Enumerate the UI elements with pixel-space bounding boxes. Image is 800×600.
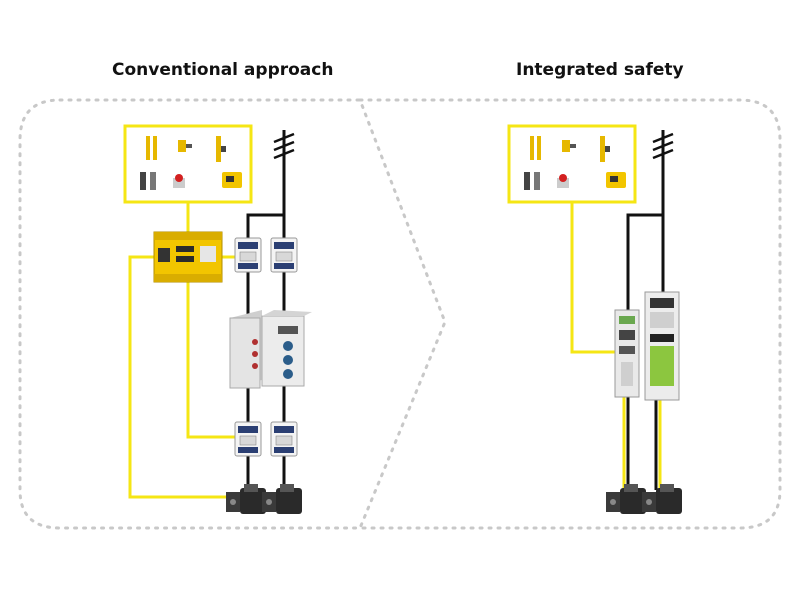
- integrated-sensor-box: [507, 124, 637, 204]
- integrated-dotted-frame: [358, 98, 782, 530]
- e-stop-icon: [557, 174, 569, 188]
- integrated-safety-title: Integrated safety: [516, 60, 684, 80]
- proximity-sensor-icon: [524, 172, 540, 190]
- contactor-icon: [234, 237, 262, 273]
- servo-drive-icon: [229, 310, 262, 389]
- contactor-icon: [234, 421, 262, 457]
- conventional-dotted-frame: [18, 98, 447, 530]
- conventional-approach-title: Conventional approach: [112, 60, 334, 80]
- three-phase-supply-icon: [652, 132, 674, 160]
- conventional-safety-wiring: [128, 202, 235, 499]
- servo-drive-icon: [644, 291, 680, 401]
- light-curtain-icon: [146, 136, 157, 160]
- proximity-sensor-icon: [140, 172, 156, 190]
- integrated-power-wiring: [626, 130, 665, 490]
- e-stop-icon: [173, 174, 185, 188]
- light-curtain-icon: [530, 136, 541, 160]
- servo-drive-icon: [614, 309, 640, 398]
- contactor-icon: [270, 421, 298, 457]
- servo-motor-icon: [642, 484, 682, 514]
- servo-motor-icon: [606, 484, 646, 514]
- safety-switch-icon: [562, 140, 576, 152]
- contactor-icon: [270, 237, 298, 273]
- integrated-safety-wiring: [570, 202, 662, 490]
- three-phase-supply-icon: [273, 132, 295, 160]
- servo-drive-icon: [261, 310, 312, 387]
- safety-mat-icon: [222, 172, 242, 188]
- conventional-sensor-box: [123, 124, 253, 204]
- servo-motor-icon: [262, 484, 302, 514]
- safety-switch-icon: [178, 140, 192, 152]
- door-lock-icon: [600, 136, 610, 162]
- servo-motor-icon: [226, 484, 266, 514]
- safety-mat-icon: [606, 172, 626, 188]
- safety-relay-icon: [153, 231, 223, 283]
- door-lock-icon: [216, 136, 226, 162]
